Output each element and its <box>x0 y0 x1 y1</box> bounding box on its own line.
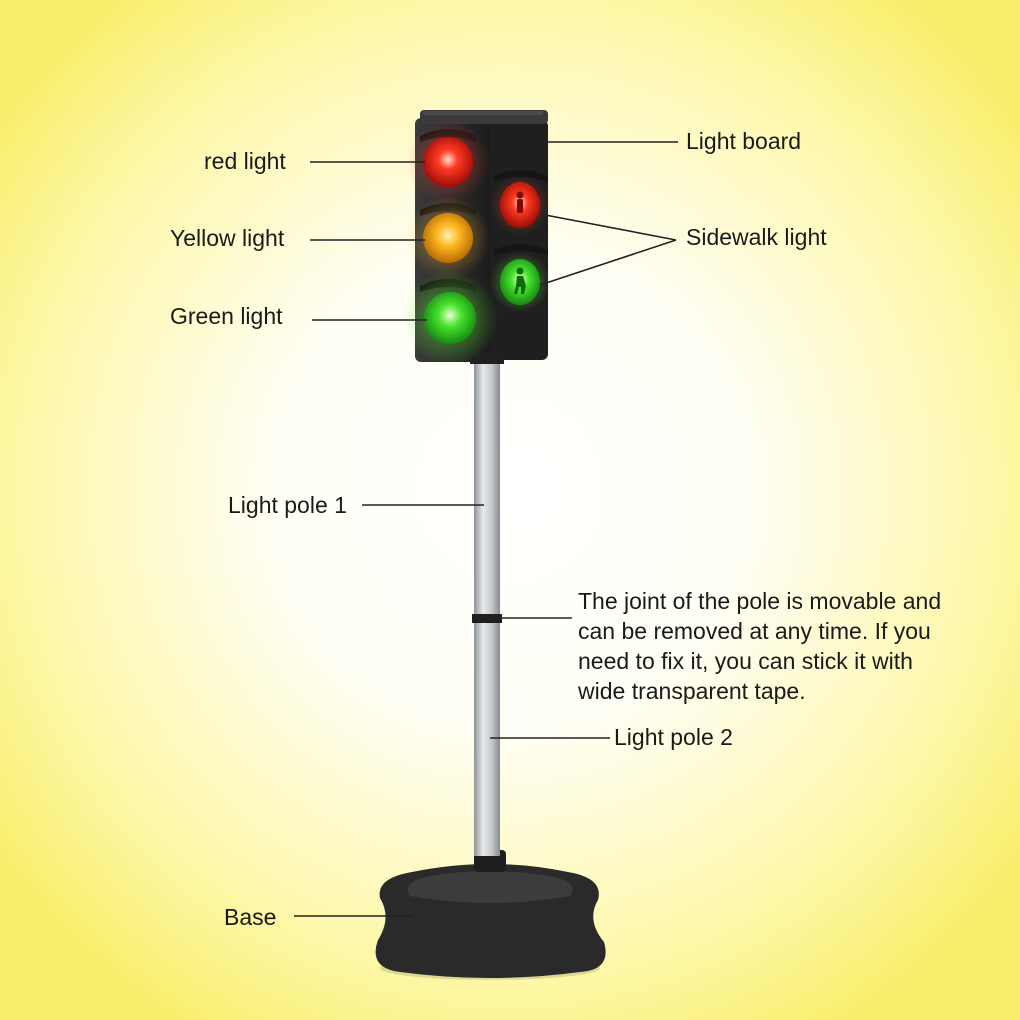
base-shape <box>375 850 606 980</box>
leader-lines <box>294 141 678 917</box>
yellow-light-lamp <box>406 196 490 280</box>
joint-note-line: The joint of the pole is movable and <box>578 588 942 614</box>
sidewalk-red-lamp <box>490 175 550 235</box>
sidewalk-leader-lower <box>539 239 677 286</box>
joint-note-line: need to fix it, you can stick it with <box>578 648 913 674</box>
label-base: Base <box>224 904 277 930</box>
green-light-lamp <box>402 270 498 366</box>
sidewalk-leader-upper <box>539 213 677 241</box>
joint-note-line: wide transparent tape. <box>578 678 806 704</box>
label-sidewalk-light: Sidewalk light <box>686 224 827 250</box>
red-light-lamp <box>406 120 490 204</box>
label-yellow-light: Yellow light <box>170 225 285 251</box>
label-light-pole-1: Light pole 1 <box>228 492 347 518</box>
joint-note: The joint of the pole is movable and can… <box>578 586 1008 706</box>
label-green-light: Green light <box>170 303 283 329</box>
joint-note-line: can be removed at any time. If you <box>578 618 931 644</box>
label-light-pole-2: Light pole 2 <box>614 724 733 750</box>
pole-joint <box>472 614 502 623</box>
light-pole <box>472 360 502 856</box>
label-red-light: red light <box>204 148 286 174</box>
label-light-board: Light board <box>686 128 802 154</box>
sidewalk-green-lamp <box>490 252 550 312</box>
